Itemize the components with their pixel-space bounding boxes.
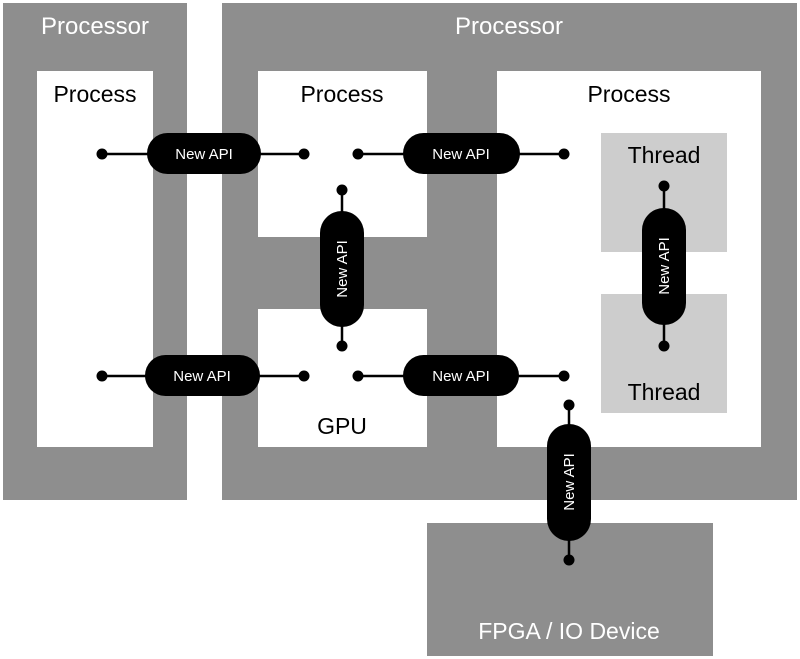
process-left — [37, 71, 153, 447]
thread-bottom-label: Thread — [628, 379, 701, 405]
api-connector-left-bottom: New API — [96, 355, 310, 396]
process-right-label: Process — [587, 81, 670, 107]
api-connector-process-fpga: New API — [547, 399, 591, 566]
api-label: New API — [561, 453, 578, 511]
api-label: New API — [432, 146, 490, 163]
processor-left-label: Processor — [41, 13, 149, 40]
processor-right-label: Processor — [455, 13, 563, 40]
api-connector-process-gpu: New API — [320, 184, 364, 352]
api-connector-thread-thread: New API — [642, 180, 686, 352]
api-label: New API — [173, 368, 231, 385]
gpu-label: GPU — [317, 413, 367, 439]
api-label: New API — [656, 237, 673, 295]
api-label: New API — [175, 146, 233, 163]
api-label: New API — [432, 368, 490, 385]
process-left-label: Process — [53, 81, 136, 107]
thread-top-label: Thread — [628, 142, 701, 168]
api-label: New API — [334, 240, 351, 298]
api-connector-left-top: New API — [96, 133, 310, 174]
api-connector-center-top: New API — [352, 133, 570, 174]
api-connector-center-bottom: New API — [352, 355, 570, 396]
process-center-label: Process — [300, 81, 383, 107]
fpga-label: FPGA / IO Device — [478, 618, 660, 644]
